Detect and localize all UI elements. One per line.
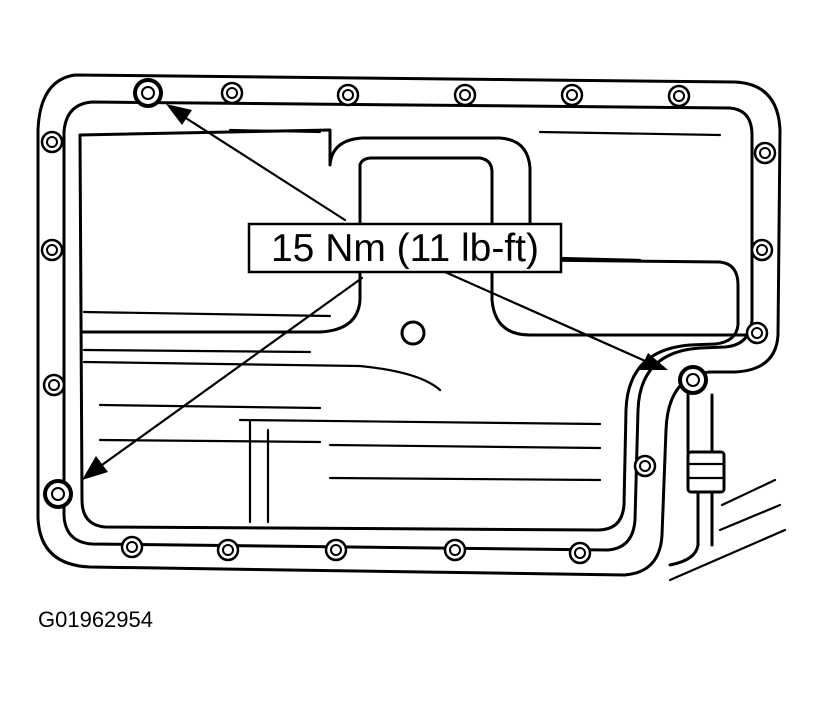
bolt-head (750, 238, 774, 262)
torque-bolt (678, 365, 708, 395)
arrow-line (443, 270, 654, 366)
arrowhead (640, 353, 668, 370)
torque-bolt (133, 78, 163, 108)
bolt (568, 541, 592, 565)
bolt-washer (222, 544, 234, 556)
filler-tube-fitting (686, 450, 726, 494)
callout-arrows (82, 104, 668, 480)
bolt (453, 83, 477, 107)
torque-callout-box (247, 222, 563, 274)
bolt-washer (126, 541, 138, 553)
bolt (560, 83, 584, 107)
bolt-head (633, 454, 657, 478)
bolt-head (753, 141, 777, 165)
bolt (220, 81, 244, 105)
bolt (633, 454, 657, 478)
rib-line (328, 443, 602, 450)
rib-line (82, 360, 442, 392)
bolt-head (220, 81, 244, 105)
bolt-head (40, 130, 64, 154)
bolt-washer (574, 547, 586, 559)
bolt-head (120, 535, 144, 559)
bolt-group (40, 81, 777, 565)
rib-line (228, 128, 322, 134)
bolt (750, 238, 774, 262)
bolt-washer (639, 460, 651, 472)
drain-hole (400, 320, 426, 346)
filler-tube-fitting-band (686, 462, 726, 480)
bolt-washer (686, 373, 700, 387)
pan-inner-body (78, 128, 740, 532)
arrowhead (166, 104, 192, 125)
rib-line (82, 348, 312, 354)
rib-line (98, 403, 322, 410)
bolt (324, 538, 348, 562)
bolt-washer (330, 544, 342, 556)
bolt-washer (46, 244, 58, 256)
rib-line (82, 310, 332, 318)
bolt-head (216, 538, 240, 562)
bolt-head (43, 479, 73, 509)
bolt-washer (449, 544, 461, 556)
bolt-washer (46, 136, 58, 148)
bolt-washer (226, 87, 238, 99)
filler-tube-lower (668, 490, 714, 567)
bolt-head (443, 538, 467, 562)
rib-line (238, 418, 602, 426)
bolt-head (568, 541, 592, 565)
bolt-head (40, 238, 64, 262)
torque-bolt (43, 479, 73, 509)
bolt-washer (751, 327, 763, 339)
pan-outer-flange (36, 73, 782, 577)
bolt (753, 141, 777, 165)
channel-left-wall (80, 163, 362, 334)
bolt-washer (566, 89, 578, 101)
bolt (40, 238, 64, 262)
arrow-line (93, 276, 364, 472)
bolt (745, 321, 769, 345)
bolt-washer (51, 487, 65, 501)
bolt-washer (342, 89, 354, 101)
bolt (42, 373, 66, 397)
bolt-washer (48, 379, 60, 391)
arrowhead (82, 456, 108, 480)
bolt (667, 84, 691, 108)
bolt (336, 83, 360, 107)
bolt-head (678, 365, 708, 395)
bolt-washer (459, 89, 471, 101)
rib-line (538, 130, 722, 137)
bolt (216, 538, 240, 562)
bolt (120, 535, 144, 559)
rib-line (558, 256, 642, 262)
filler-tube (686, 393, 714, 454)
bracket-line (668, 528, 787, 582)
pan-inner-flange (62, 100, 754, 552)
torque-bolt-group (43, 78, 708, 509)
bolt-washer (756, 244, 768, 256)
bolt-head (324, 538, 348, 562)
bolt-washer (673, 90, 685, 102)
bolt (443, 538, 467, 562)
rib-line (328, 476, 602, 482)
bolt-head (745, 321, 769, 345)
bolt-head (560, 83, 584, 107)
bolt-head (453, 83, 477, 107)
bolt-head (336, 83, 360, 107)
bolt-head (667, 84, 691, 108)
center-channel (358, 156, 762, 337)
bolt-head (133, 78, 163, 108)
bracket-line (718, 503, 782, 532)
bracket-line (720, 478, 777, 507)
bolt-washer (759, 147, 771, 159)
figure-id: G01962954 (38, 607, 153, 632)
bolt (40, 130, 64, 154)
arrow-line (176, 111, 347, 222)
torque-callout-label: 15 Nm (11 lb-ft) (271, 227, 539, 270)
bolt-washer (141, 86, 155, 100)
bolt-head (42, 373, 66, 397)
